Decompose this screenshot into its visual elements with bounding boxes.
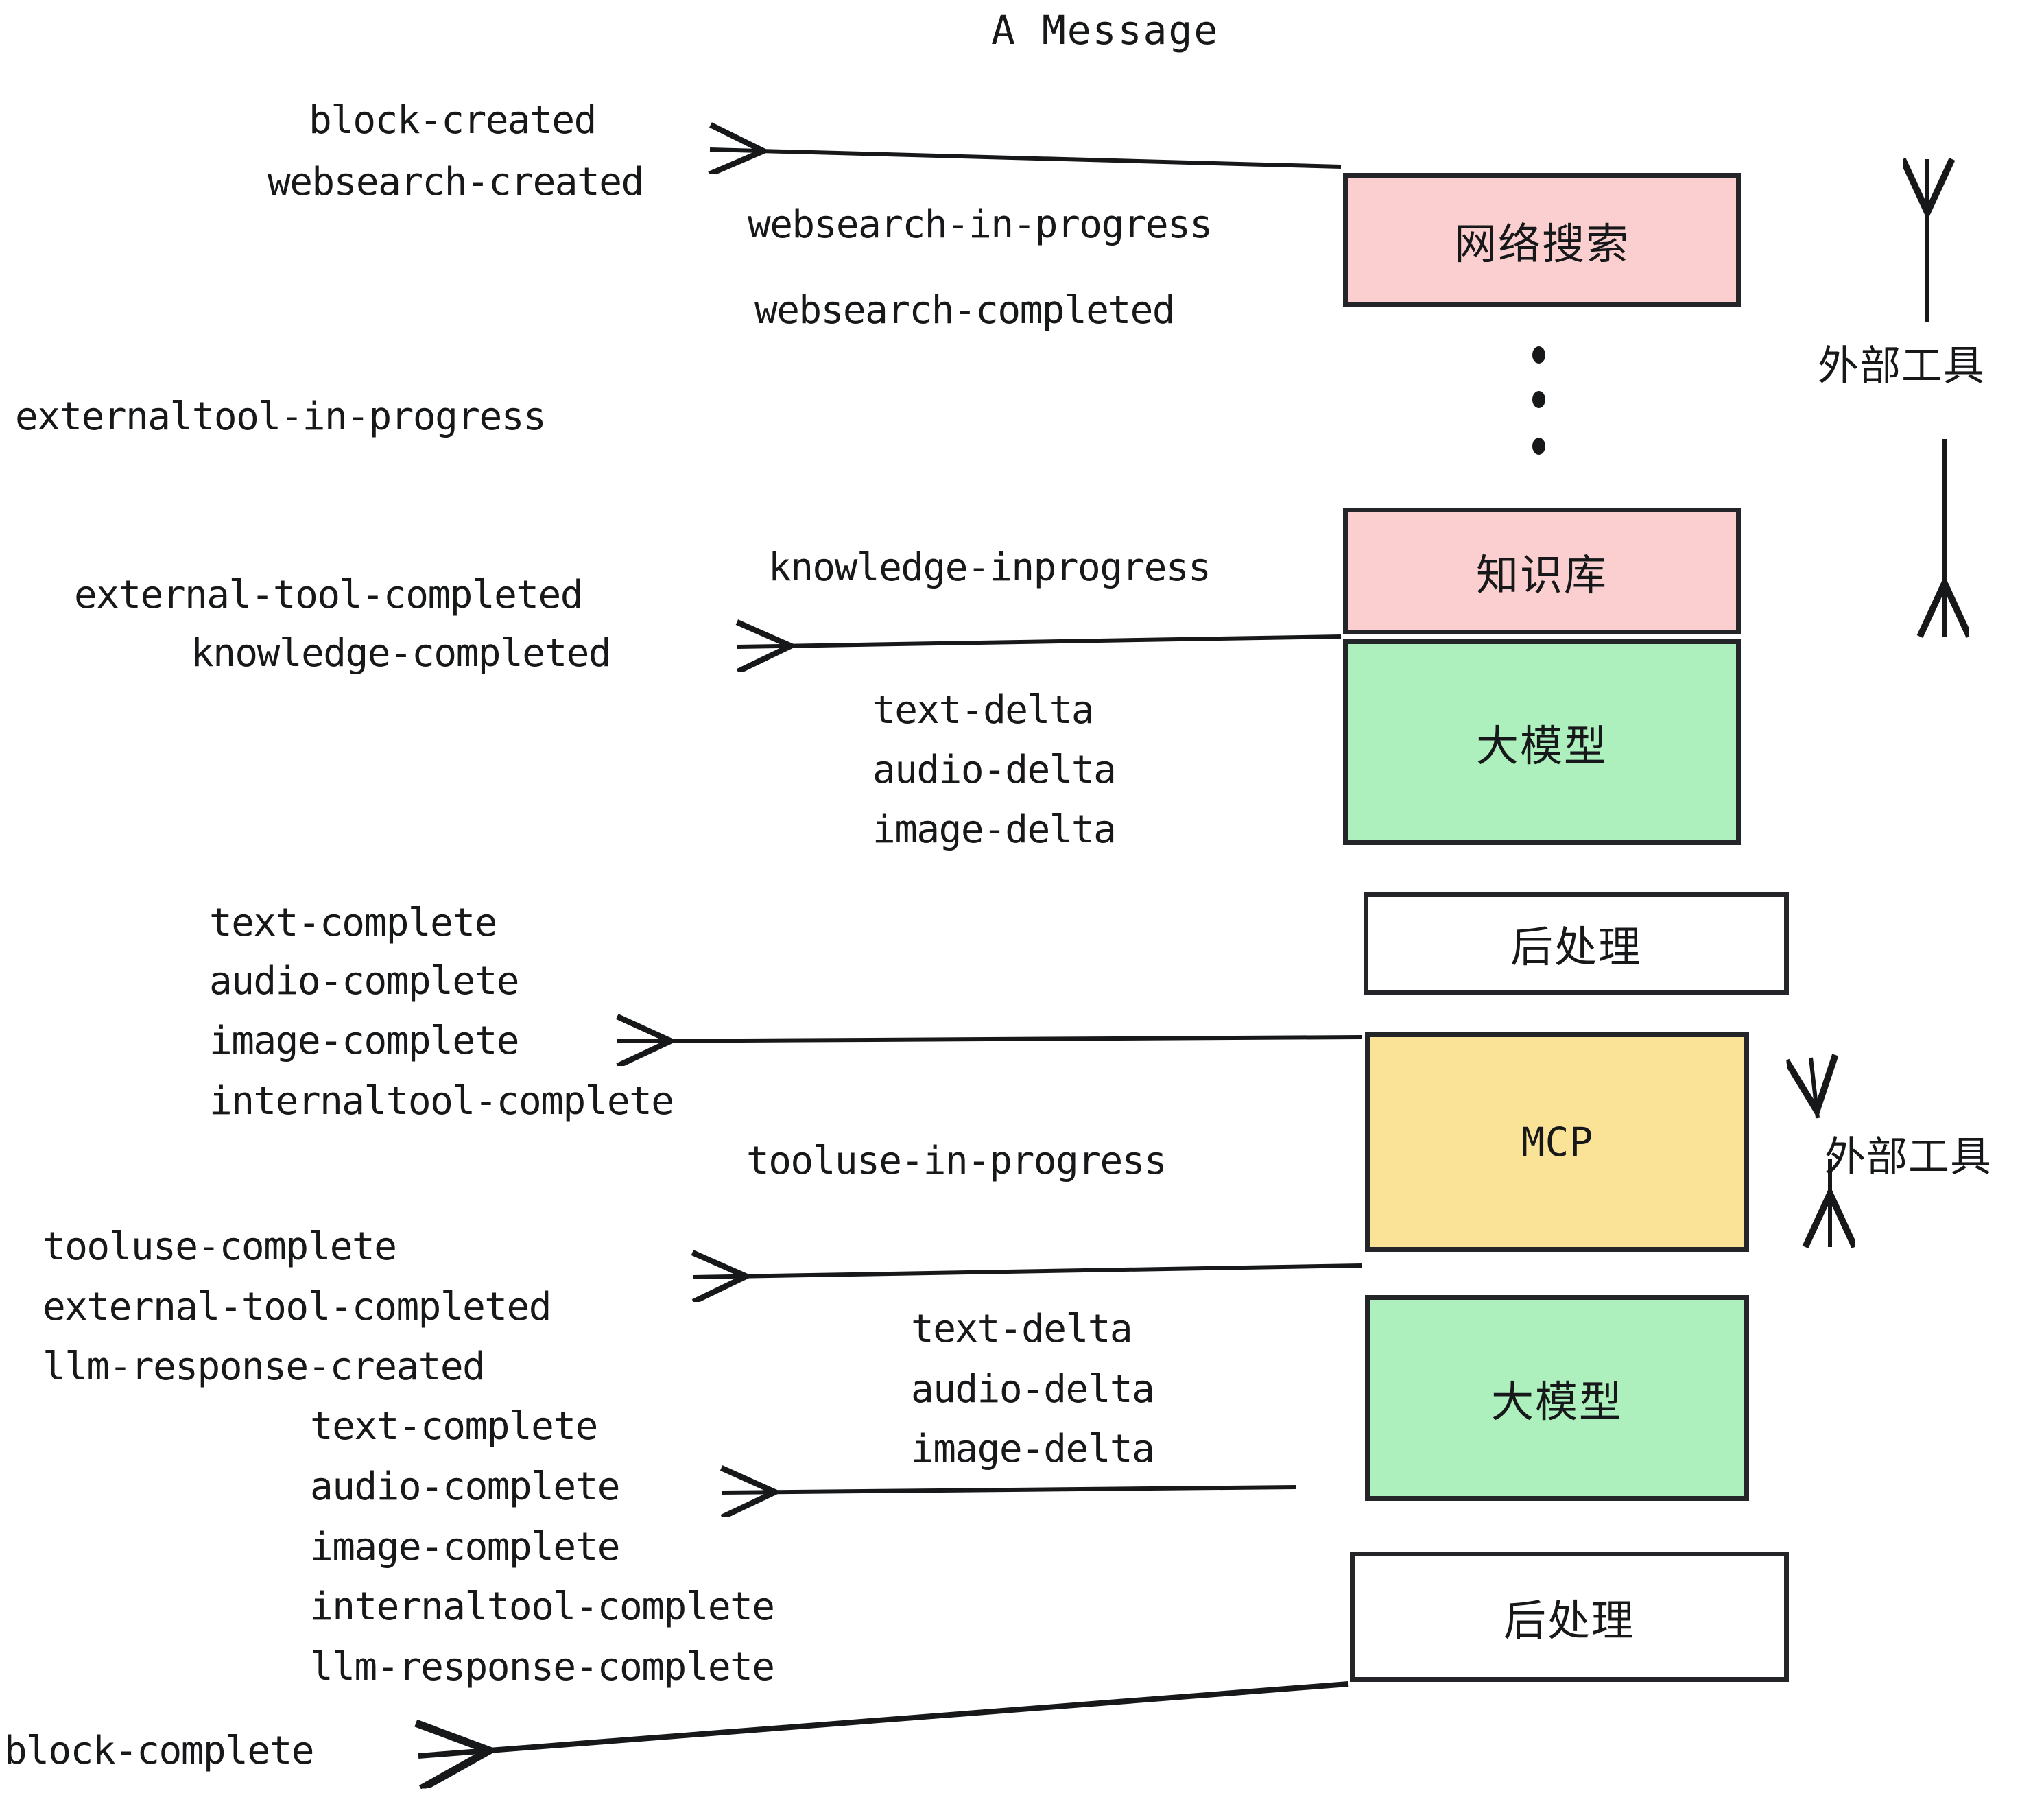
box-llm-first[interactable]: 大模型 bbox=[1343, 639, 1741, 845]
event-websearch-created: websearch-created bbox=[268, 160, 644, 204]
box-postprocess-second-label: 后处理 bbox=[1503, 1595, 1635, 1646]
box-mcp[interactable]: MCP bbox=[1365, 1032, 1749, 1252]
event-knowledge-completed: knowledge-completed bbox=[191, 631, 612, 676]
arrow-tooluse-complete bbox=[693, 1266, 1362, 1277]
event-text-delta-1: text-delta bbox=[872, 688, 1095, 733]
page-title: A Message bbox=[991, 7, 1220, 54]
arrow-image-complete bbox=[617, 1037, 1362, 1041]
arrow-audio-complete bbox=[722, 1487, 1297, 1493]
event-external-tool-completed-2: external-tool-completed bbox=[43, 1285, 551, 1329]
box-postprocess-first[interactable]: 后处理 bbox=[1364, 892, 1789, 995]
event-image-complete-2: image-complete bbox=[310, 1525, 621, 1569]
side-label-external-tools-bottom: 外部工具 bbox=[1825, 1133, 1992, 1181]
event-audio-complete-2: audio-complete bbox=[310, 1464, 621, 1509]
event-llm-response-created: llm-response-created bbox=[43, 1344, 486, 1389]
ellipsis-dot bbox=[1532, 346, 1545, 364]
event-image-delta-2: image-delta bbox=[911, 1427, 1155, 1471]
box-llm-first-label: 大模型 bbox=[1475, 721, 1608, 771]
event-tooluse-complete: tooluse-complete bbox=[43, 1224, 397, 1269]
event-websearch-completed: websearch-completed bbox=[754, 288, 1176, 333]
event-internaltool-complete-2: internaltool-complete bbox=[310, 1585, 775, 1629]
event-external-tool-completed-1: external-tool-completed bbox=[74, 573, 583, 617]
event-externaltool-in-progress: externaltool-in-progress bbox=[15, 394, 547, 439]
event-image-delta-1: image-delta bbox=[872, 807, 1117, 852]
event-audio-delta-1: audio-delta bbox=[872, 748, 1117, 792]
box-knowledge-label: 知识库 bbox=[1475, 549, 1608, 600]
ellipsis-dot bbox=[1532, 391, 1545, 408]
arrow-knowledge-completed bbox=[737, 637, 1342, 647]
event-llm-response-complete: llm-response-complete bbox=[310, 1645, 775, 1689]
event-audio-complete-1: audio-complete bbox=[209, 959, 520, 1004]
event-knowledge-inprogress: knowledge-inprogress bbox=[768, 545, 1211, 590]
box-llm-second-label: 大模型 bbox=[1490, 1377, 1623, 1427]
event-text-complete-1: text-complete bbox=[209, 901, 497, 945]
arrow-external-tools-bottom-up bbox=[1811, 1058, 1818, 1118]
event-block-complete: block-complete bbox=[4, 1729, 315, 1773]
box-llm-second[interactable]: 大模型 bbox=[1365, 1295, 1749, 1501]
arrow-block-complete bbox=[418, 1681, 1349, 1756]
ellipsis-dot bbox=[1532, 438, 1545, 455]
event-websearch-in-progress: websearch-in-progress bbox=[748, 202, 1213, 247]
event-internaltool-complete-1: internaltool-complete bbox=[209, 1079, 674, 1124]
box-websearch-label: 网络搜索 bbox=[1453, 218, 1630, 269]
arrow-websearch-created bbox=[710, 150, 1342, 167]
box-websearch[interactable]: 网络搜索 bbox=[1343, 173, 1741, 307]
event-text-delta-2: text-delta bbox=[911, 1307, 1133, 1351]
side-label-external-tools-top: 外部工具 bbox=[1818, 342, 1985, 390]
box-knowledge[interactable]: 知识库 bbox=[1343, 508, 1741, 634]
event-image-complete-1: image-complete bbox=[209, 1019, 520, 1063]
event-block-created: block-created bbox=[309, 98, 597, 143]
event-text-complete-2: text-complete bbox=[310, 1404, 598, 1449]
box-postprocess-first-label: 后处理 bbox=[1510, 922, 1642, 972]
box-mcp-label: MCP bbox=[1521, 1119, 1593, 1165]
event-audio-delta-2: audio-delta bbox=[911, 1367, 1155, 1412]
box-postprocess-second[interactable]: 后处理 bbox=[1350, 1552, 1789, 1682]
event-tooluse-in-progress: tooluse-in-progress bbox=[746, 1139, 1167, 1183]
